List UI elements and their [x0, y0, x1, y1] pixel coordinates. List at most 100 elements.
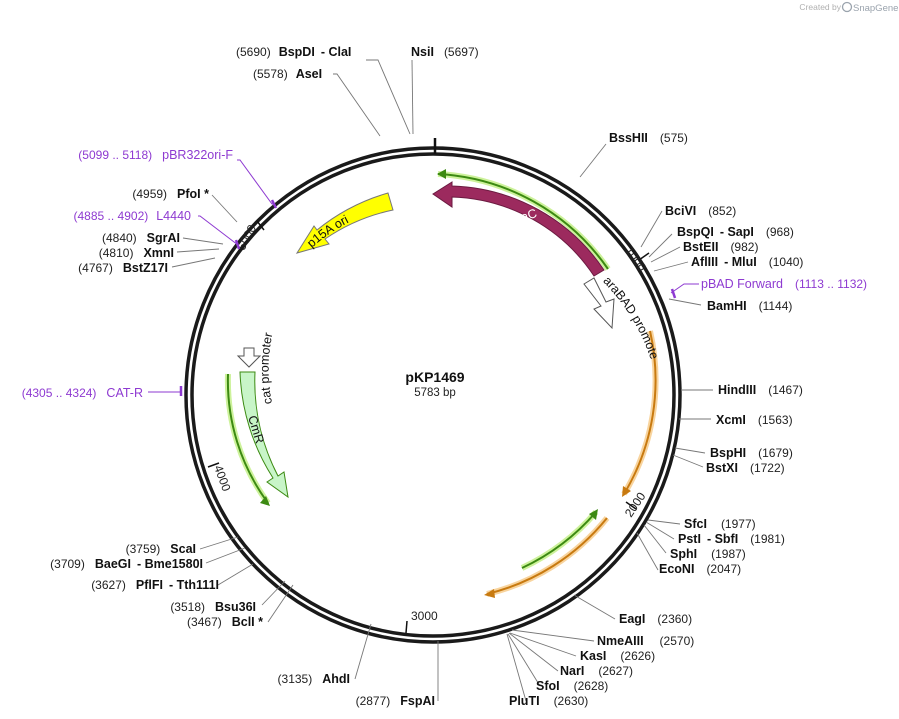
site-ahdi[interactable]: (3135)AhdI	[278, 672, 350, 686]
svg-text:(3627)PflFI- Tth111I: (3627)PflFI- Tth111I	[91, 578, 219, 592]
site-eagi[interactable]: EagI(2360)	[619, 612, 692, 626]
primer-l4440[interactable]: (4885 .. 4902)L4440	[74, 209, 192, 223]
primer-pbr322ori-f[interactable]: (5099 .. 5118)pBR322ori-F	[78, 148, 233, 162]
svg-text:(5690)BspDI- ClaI: (5690)BspDI- ClaI	[236, 45, 351, 59]
site-afliii-mlui[interactable]: AflIII- MluI(1040)	[691, 255, 803, 269]
orf-orange-2	[486, 517, 608, 595]
svg-text:(3759)ScaI: (3759)ScaI	[126, 542, 196, 556]
svg-text:PluTI(2630): PluTI(2630)	[509, 694, 588, 708]
svg-text:(4767)BstZ17I: (4767)BstZ17I	[78, 261, 168, 275]
site-asei[interactable]: (5578)AseI	[253, 67, 322, 81]
svg-text:BspHI(1679): BspHI(1679)	[710, 446, 793, 460]
site-sgrai[interactable]: (4840)SgrAI	[102, 231, 180, 245]
credit-prefix: Created by	[799, 2, 841, 12]
primer-cat-r[interactable]: (4305 .. 4324)CAT-R	[22, 386, 143, 400]
svg-text:NsiI(5697): NsiI(5697)	[411, 45, 479, 59]
feature-cat-promoter[interactable]: cat promoter	[236, 331, 276, 405]
orf-orange-1	[623, 330, 657, 495]
site-sphi[interactable]: SphI(1987)	[670, 547, 746, 561]
svg-text:BamHI(1144): BamHI(1144)	[707, 299, 792, 313]
site-pluti[interactable]: PluTI(2630)	[509, 694, 588, 708]
svg-text:NarI(2627): NarI(2627)	[560, 664, 633, 678]
orf-cmr	[226, 373, 269, 504]
tick-label: 4000	[211, 463, 233, 493]
site-sfci[interactable]: SfcI(1977)	[684, 517, 756, 531]
svg-text:XcmI(1563): XcmI(1563)	[716, 413, 793, 427]
svg-text:BstXI(1722): BstXI(1722)	[706, 461, 785, 475]
svg-text:PstI- SbfI(1981): PstI- SbfI(1981)	[678, 532, 785, 546]
site-bsu36i[interactable]: (3518)Bsu36I	[170, 600, 256, 614]
svg-text:(4885 .. 4902)L4440: (4885 .. 4902)L4440	[74, 209, 192, 223]
svg-text:BspQI- SapI(968): BspQI- SapI(968)	[677, 225, 794, 239]
site-nsii[interactable]: NsiI(5697)	[411, 45, 479, 59]
primer-pbad-forward[interactable]: pBAD Forward(1113 .. 1132)	[701, 277, 867, 291]
svg-text:(3709)BaeGI- Bme1580I: (3709)BaeGI- Bme1580I	[50, 557, 203, 571]
svg-text:SphI(1987): SphI(1987)	[670, 547, 746, 561]
site-xcmi[interactable]: XcmI(1563)	[716, 413, 793, 427]
svg-text:BssHII(575): BssHII(575)	[609, 131, 688, 145]
site-bcli[interactable]: (3467)BclI *	[187, 615, 263, 629]
site-hindiii[interactable]: HindIII(1467)	[718, 383, 803, 397]
feature-p15a-ori[interactable]: p15A ori	[295, 192, 394, 254]
site-nmeaiii[interactable]: NmeAIII(2570)	[597, 634, 694, 648]
svg-text:(3467)BclI *: (3467)BclI *	[187, 615, 263, 629]
svg-text:(4959)PfoI *: (4959)PfoI *	[132, 187, 209, 201]
site-econi[interactable]: EcoNI(2047)	[659, 562, 741, 576]
site-pflfi-tth111i[interactable]: (3627)PflFI- Tth111I	[91, 578, 219, 592]
svg-text:(5578)AseI: (5578)AseI	[253, 67, 322, 81]
orf-green-2	[521, 511, 597, 569]
svg-text:BstEII(982): BstEII(982)	[683, 240, 758, 254]
site-pfoi[interactable]: (4959)PfoI *	[132, 187, 209, 201]
svg-text:(4305 .. 4324)CAT-R: (4305 .. 4324)CAT-R	[22, 386, 143, 400]
site-bamhi[interactable]: BamHI(1144)	[707, 299, 792, 313]
site-xmni[interactable]: (4810)XmnI	[99, 246, 174, 260]
site-psti-sbfi[interactable]: PstI- SbfI(1981)	[678, 532, 785, 546]
svg-text:AflIII- MluI(1040): AflIII- MluI(1040)	[691, 255, 803, 269]
primer-markers	[148, 159, 699, 396]
site-fspai[interactable]: (2877)FspAI	[356, 694, 435, 708]
svg-text:(4840)SgrAI: (4840)SgrAI	[102, 231, 180, 245]
site-bspqi-sapi[interactable]: BspQI- SapI(968)	[677, 225, 794, 239]
site-bsphi[interactable]: BspHI(1679)	[710, 446, 793, 460]
site-bsteii[interactable]: BstEII(982)	[683, 240, 758, 254]
svg-text:HindIII(1467): HindIII(1467)	[718, 383, 803, 397]
site-bspdi-clai[interactable]: (5690)BspDI- ClaI	[236, 45, 351, 59]
svg-text:BciVI(852): BciVI(852)	[665, 204, 736, 218]
svg-text:(3135)AhdI: (3135)AhdI	[278, 672, 350, 686]
svg-text:SfcI(1977): SfcI(1977)	[684, 517, 756, 531]
site-kasi[interactable]: KasI(2626)	[580, 649, 655, 663]
plasmid-name: pKP1469	[405, 369, 464, 385]
svg-text:(4810)XmnI: (4810)XmnI	[99, 246, 174, 260]
orf-arac	[437, 173, 609, 270]
site-baegi-bme1580i[interactable]: (3709)BaeGI- Bme1580I	[50, 557, 203, 571]
svg-text:NmeAIII(2570): NmeAIII(2570)	[597, 634, 694, 648]
backbone	[184, 138, 682, 644]
orf-arrowhead	[622, 486, 631, 497]
svg-text:EcoNI(2047): EcoNI(2047)	[659, 562, 741, 576]
svg-text:EagI(2360): EagI(2360)	[619, 612, 692, 626]
svg-text:(5099 .. 5118)pBR322ori-F: (5099 .. 5118)pBR322ori-F	[78, 148, 233, 162]
site-bcivi[interactable]: BciVI(852)	[665, 204, 736, 218]
svg-text:pBAD Forward(1113 .. 1132): pBAD Forward(1113 .. 1132)	[701, 277, 867, 291]
feature-label-cmr: CmR	[245, 414, 267, 445]
tick-label: 3000	[411, 609, 438, 623]
site-leader-lines	[171, 59, 713, 702]
orf-arrowhead	[589, 509, 598, 520]
svg-text:SfoI(2628): SfoI(2628)	[536, 679, 608, 693]
orf-arrowhead	[437, 169, 446, 179]
site-nari[interactable]: NarI(2627)	[560, 664, 633, 678]
site-bsshii[interactable]: BssHII(575)	[609, 131, 688, 145]
svg-text:KasI(2626): KasI(2626)	[580, 649, 655, 663]
site-bstz17i[interactable]: (4767)BstZ17I	[78, 261, 168, 275]
site-scai[interactable]: (3759)ScaI	[126, 542, 196, 556]
plasmid-size: 5783 bp	[414, 387, 456, 399]
tick-3000: 3000	[405, 609, 438, 634]
svg-text:(3518)Bsu36I: (3518)Bsu36I	[170, 600, 256, 614]
svg-text:(2877)FspAI: (2877)FspAI	[356, 694, 435, 708]
feature-label-cat-promoter: cat promoter	[258, 331, 276, 405]
site-bstxi[interactable]: BstXI(1722)	[706, 461, 785, 475]
orf-arrowhead	[260, 496, 270, 506]
orf-arrowhead	[484, 589, 495, 598]
site-sfoi[interactable]: SfoI(2628)	[536, 679, 608, 693]
